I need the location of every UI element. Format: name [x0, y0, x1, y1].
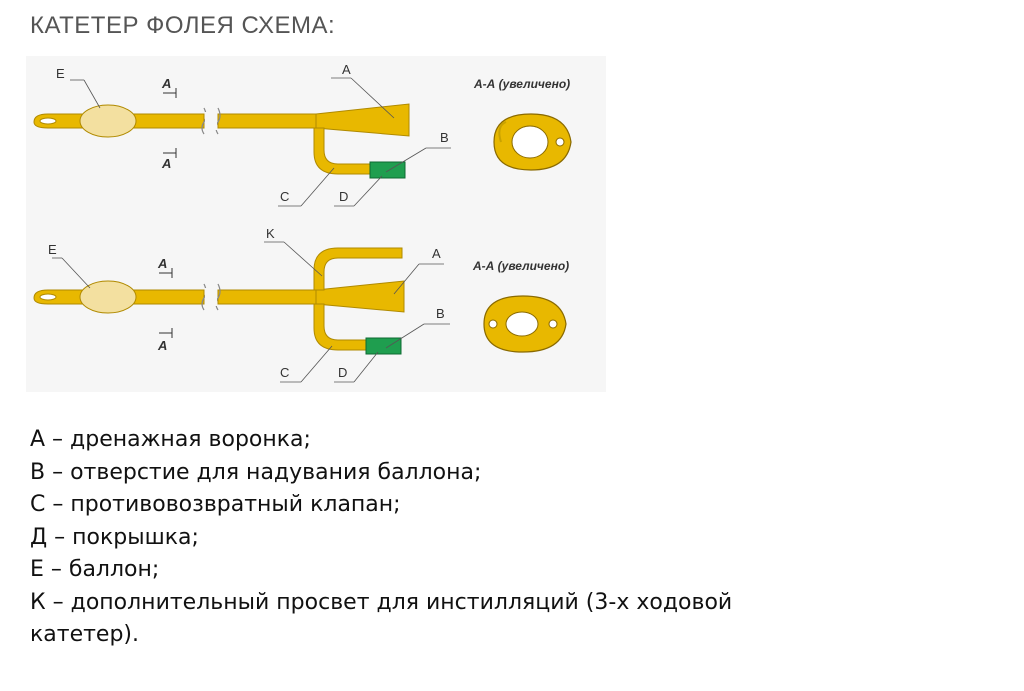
- three-way-catheter: A A E K A B C D А-А (увеличено): [33, 226, 569, 383]
- main-lumen: [511, 125, 549, 159]
- drainage-funnel: [315, 280, 405, 313]
- label-b: B: [440, 130, 449, 145]
- balloon: [79, 104, 137, 138]
- instillation-branch: [313, 247, 403, 291]
- shaft-middle: [217, 289, 319, 305]
- page-title: КАТЕТЕР ФОЛЕЯ СХЕМА:: [30, 12, 336, 39]
- label-d: D: [339, 189, 348, 204]
- section-title: А-А (увеличено): [472, 259, 569, 273]
- label-a: A: [342, 62, 351, 77]
- section-marker-label: A: [157, 256, 167, 271]
- shaft-middle: [217, 113, 319, 129]
- label-k: K: [266, 226, 275, 241]
- balloon: [79, 280, 137, 314]
- section-marker-label: A: [161, 156, 171, 171]
- legend-item-c: С – противовозвратный клапан;: [30, 492, 401, 517]
- drainage-eye: [39, 117, 57, 125]
- label-b: B: [436, 306, 445, 321]
- inflation-lumen: [555, 137, 565, 147]
- break-mark: [215, 107, 221, 135]
- legend-item-k: К – дополнительный просвет для инстилляц…: [30, 589, 733, 615]
- inflation-lumen: [548, 319, 558, 329]
- section-marker-label: A: [161, 76, 171, 91]
- label-a: A: [432, 246, 441, 261]
- label-e: E: [56, 66, 65, 81]
- catheter-diagram: A A E A B C D А-А (увеличено): [26, 56, 606, 392]
- drainage-funnel: [315, 103, 410, 137]
- legend-item-a: А – дренажная воронка;: [30, 427, 311, 452]
- label-e: E: [48, 242, 57, 257]
- section-title: А-А (увеличено): [473, 77, 570, 91]
- label-c: C: [280, 365, 289, 380]
- legend-item-k-cont: катетер).: [30, 622, 140, 647]
- legend-item-d: Д – покрышка;: [30, 524, 199, 550]
- two-way-catheter: A A E A B C D А-А (увеличено): [33, 62, 572, 207]
- legend-item-e: Е – баллон;: [30, 557, 160, 582]
- legend-item-b: В – отверстие для надувания баллона;: [30, 459, 482, 485]
- section-marker-label: A: [157, 338, 167, 353]
- label-c: C: [280, 189, 289, 204]
- legend: А – дренажная воронка; В – отверстие для…: [30, 424, 990, 652]
- label-d: D: [338, 365, 347, 380]
- main-lumen: [505, 311, 539, 337]
- drainage-eye: [39, 293, 57, 301]
- valve-cap: [369, 161, 406, 179]
- valve-cap: [365, 337, 402, 355]
- instillation-lumen: [488, 319, 498, 329]
